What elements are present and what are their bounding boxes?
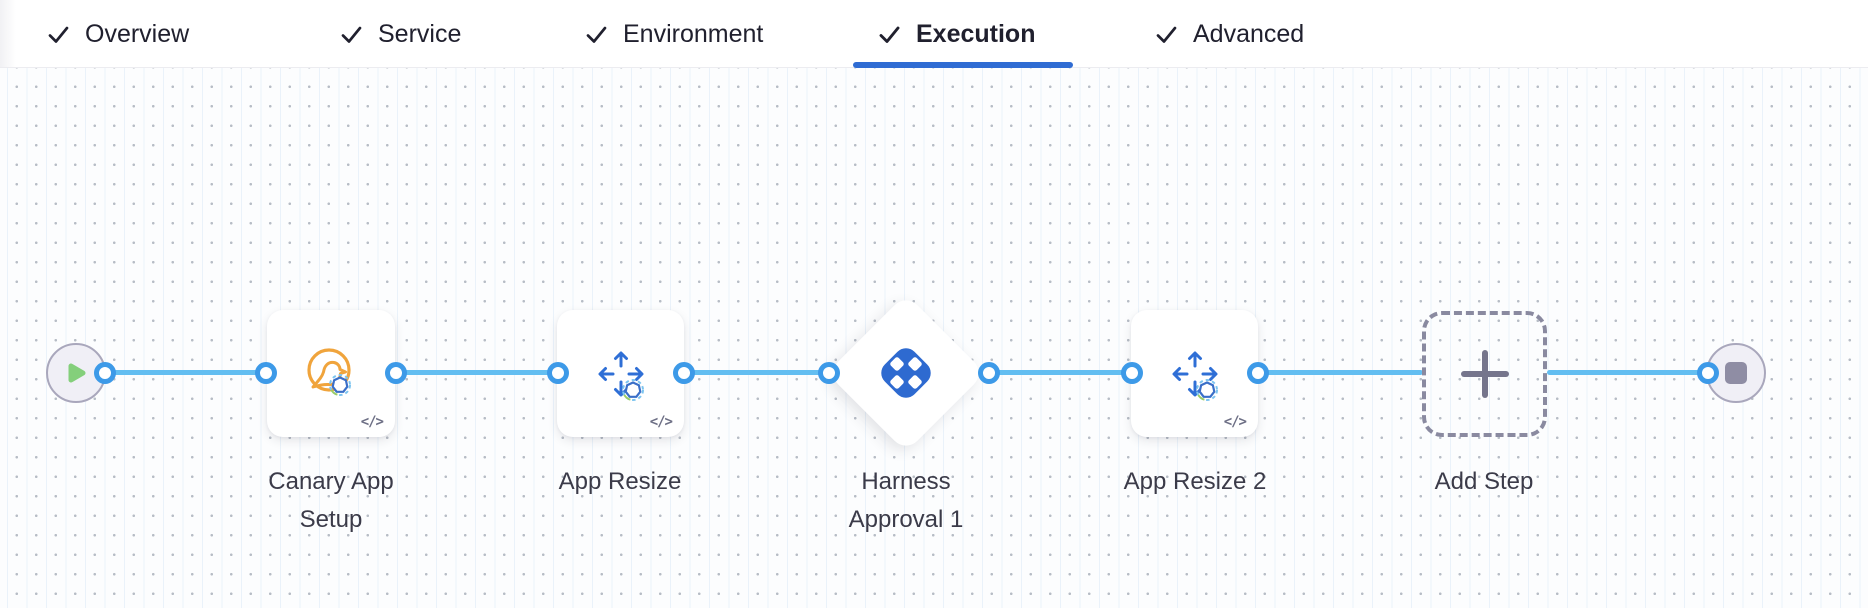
- link-addstep-to-end[interactable]: [1547, 370, 1708, 375]
- port-start-out[interactable]: [94, 362, 116, 384]
- port-resize2-out[interactable]: [1247, 362, 1269, 384]
- pipeline-canvas[interactable]: </> </>: [0, 68, 1868, 608]
- tab-advanced[interactable]: Advanced: [1154, 0, 1304, 68]
- add-step-button[interactable]: [1422, 311, 1547, 437]
- tab-execution[interactable]: Execution: [852, 0, 1075, 68]
- stage-config-tabbar: Overview Service Environment Execution A…: [0, 0, 1868, 68]
- tabbar-left-fade: [0, 0, 16, 67]
- step-label-app-resize-2: App Resize 2: [1123, 468, 1267, 495]
- link-canary-to-resize1[interactable]: [396, 370, 558, 375]
- port-resize1-out[interactable]: [673, 362, 695, 384]
- resize-arrows-icon: [598, 351, 644, 401]
- tab-label: Advanced: [1193, 19, 1305, 48]
- link-resize2-to-addstep[interactable]: [1258, 370, 1423, 375]
- canary-icon: [307, 347, 351, 396]
- tab-service[interactable]: Service: [339, 0, 461, 68]
- step-node-app-resize[interactable]: </>: [557, 310, 684, 437]
- link-start-to-canary[interactable]: [105, 370, 266, 375]
- port-approval-out[interactable]: [978, 362, 1000, 384]
- check-icon: [1156, 26, 1177, 43]
- code-icon: </>: [360, 414, 384, 430]
- check-icon: [341, 26, 362, 43]
- check-icon: [586, 26, 607, 43]
- resize-arrows-icon: [1172, 351, 1218, 401]
- tab-label: Service: [378, 19, 462, 48]
- port-canary-out[interactable]: [385, 362, 407, 384]
- step-node-app-resize-2[interactable]: </>: [1131, 310, 1258, 437]
- port-approval-in[interactable]: [818, 362, 840, 384]
- check-icon: [879, 26, 900, 43]
- stop-icon: [1725, 362, 1747, 384]
- link-approval-to-resize2[interactable]: [989, 370, 1132, 375]
- port-canary-in[interactable]: [255, 362, 277, 384]
- step-label-app-resize: App Resize: [558, 468, 682, 495]
- step-config-badge-icon: [621, 378, 644, 401]
- code-icon: </>: [1223, 414, 1247, 430]
- tab-environment[interactable]: Environment: [584, 0, 763, 68]
- harness-approval-icon: [881, 348, 931, 398]
- play-icon: [68, 363, 86, 383]
- check-icon: [48, 26, 69, 43]
- step-node-canary-app-setup[interactable]: </>: [267, 310, 395, 437]
- port-resize2-in[interactable]: [1121, 362, 1143, 384]
- step-config-badge-icon: [329, 373, 351, 396]
- port-end-in[interactable]: [1697, 362, 1719, 384]
- port-resize1-in[interactable]: [547, 362, 569, 384]
- tab-overview[interactable]: Overview: [46, 0, 189, 68]
- tab-label: Execution: [916, 19, 1036, 48]
- tab-label: Environment: [623, 19, 764, 48]
- step-label-add-step: Add Step: [1434, 468, 1534, 495]
- tab-label: Overview: [85, 19, 190, 48]
- code-icon: </>: [649, 414, 673, 430]
- plus-icon: [1460, 350, 1509, 398]
- link-resize1-to-approval[interactable]: [684, 370, 829, 375]
